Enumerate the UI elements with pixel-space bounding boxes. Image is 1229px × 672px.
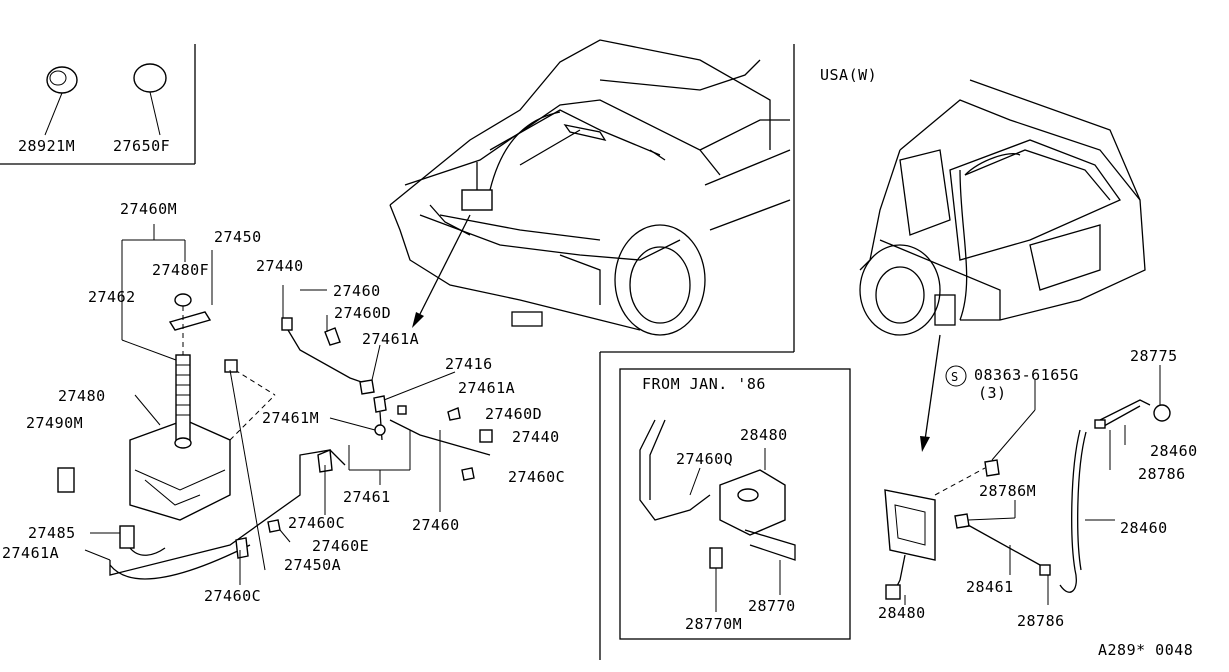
- part-label: 27650F: [113, 137, 170, 155]
- part-label: 27461A: [458, 379, 515, 397]
- part-label: 27460C: [288, 514, 345, 532]
- part-label: 27460M: [120, 200, 177, 218]
- part-label: 28775: [1130, 347, 1178, 365]
- rear-leader-lines: [904, 365, 1161, 605]
- front-hose-illustration: [235, 317, 493, 559]
- part-label: 28460: [1150, 442, 1198, 460]
- part-label: 28770: [748, 597, 796, 615]
- part-label: 27461M: [262, 409, 319, 427]
- part-label: 27460: [412, 516, 460, 534]
- part-label: 27460D: [485, 405, 542, 423]
- part-label: 27460Q: [676, 450, 733, 468]
- screw-symbol-letter: S: [951, 370, 959, 384]
- cap-28921m-part: [44, 66, 78, 136]
- part-label: 28480: [878, 604, 926, 622]
- front-leader-lines: [84, 224, 456, 585]
- part-label: 27461A: [362, 330, 419, 348]
- part-label: 27416: [445, 355, 493, 373]
- part-label: 27462: [88, 288, 136, 306]
- screw-symbol-icon: [945, 365, 967, 387]
- part-label: 27461A: [2, 544, 59, 562]
- rear-washer-illustration: [884, 399, 1171, 600]
- part-label: 27450A: [284, 556, 341, 574]
- part-label: 08363-6165G: [974, 366, 1079, 384]
- diagram-code: A289* 0048: [1098, 641, 1193, 659]
- part-label: 27460: [333, 282, 381, 300]
- region-title: USA(W): [820, 66, 877, 84]
- arrow-head-icon: [412, 312, 424, 328]
- arrow-head-icon: [920, 436, 930, 452]
- part-label: 27460C: [508, 468, 565, 486]
- part-label: 28786: [1138, 465, 1186, 483]
- quantity-label: (3): [978, 384, 1007, 402]
- part-label: 28460: [1120, 519, 1168, 537]
- part-label: 27480: [58, 387, 106, 405]
- part-label: 28921M: [18, 137, 75, 155]
- part-label: 27490M: [26, 414, 83, 432]
- part-label: 27480F: [152, 261, 209, 279]
- part-label: 27460D: [334, 304, 391, 322]
- rear-callout-arrow: [924, 334, 941, 441]
- rear-car-illustration: [859, 79, 1146, 336]
- inset-title: FROM JAN. '86: [642, 375, 766, 393]
- part-label: 27460E: [312, 537, 369, 555]
- inset-1986-illustration: [639, 419, 796, 612]
- part-label: 28461: [966, 578, 1014, 596]
- part-label: 28786M: [979, 482, 1036, 500]
- washer-reservoir-illustration: [57, 293, 346, 580]
- part-label: 28786: [1017, 612, 1065, 630]
- front-car-illustration: [389, 39, 791, 336]
- part-label: 27450: [214, 228, 262, 246]
- part-label: 27440: [256, 257, 304, 275]
- part-label: 28770M: [685, 615, 742, 633]
- part-label: 27485: [28, 524, 76, 542]
- frame-lines: [0, 44, 851, 660]
- part-label: 27440: [512, 428, 560, 446]
- front-callout-arrow: [417, 214, 471, 319]
- cap-27650f-part: [133, 63, 167, 136]
- part-label: 27460C: [204, 587, 261, 605]
- part-label: 27461: [343, 488, 391, 506]
- part-label: 28480: [740, 426, 788, 444]
